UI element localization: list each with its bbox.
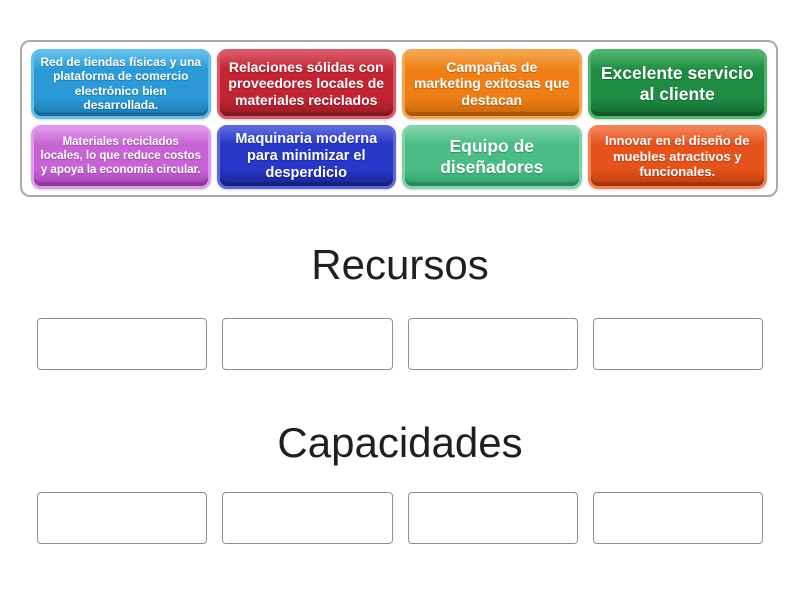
group-heading-capacidades: Capacidades	[277, 419, 523, 466]
slot-row-capacidades	[37, 492, 763, 544]
card-equipo-disenadores[interactable]: Equipo de diseñadores	[402, 124, 582, 189]
drop-slot-recursos-3[interactable]	[407, 318, 578, 370]
card-red-de-tiendas[interactable]: Red de tiendas físicas y una plataforma …	[31, 49, 211, 119]
drop-slot-recursos-2[interactable]	[222, 318, 393, 370]
card-innovar-diseno[interactable]: Innovar en el diseño de muebles atractiv…	[587, 124, 767, 189]
card-label: Maquinaria moderna para minimizar el des…	[235, 130, 378, 182]
card-servicio-cliente[interactable]: Excelente servicio al cliente	[587, 49, 767, 119]
card-campanas-marketing[interactable]: Campañas de marketing exitosas que desta…	[402, 49, 582, 119]
group-heading-recursos: Recursos	[311, 241, 489, 288]
drop-slot-capacidades-3[interactable]	[407, 492, 578, 544]
card-relaciones-proveedores[interactable]: Relaciones sólidas con proveedores local…	[216, 49, 396, 119]
card-label: Materiales reciclados locales, lo que re…	[40, 135, 201, 176]
drop-slot-capacidades-2[interactable]	[222, 492, 393, 544]
slot-row-recursos	[37, 318, 763, 370]
card-label: Equipo de diseñadores	[440, 135, 544, 177]
drop-slot-recursos-1[interactable]	[37, 318, 208, 370]
card-tray: Red de tiendas físicas y una plataforma …	[20, 40, 778, 197]
card-maquinaria-moderna[interactable]: Maquinaria moderna para minimizar el des…	[216, 124, 396, 189]
card-label: Relaciones sólidas con proveedores local…	[228, 58, 385, 109]
drop-slot-recursos-4[interactable]	[592, 318, 763, 370]
card-label: Campañas de marketing exitosas que desta…	[413, 58, 570, 109]
drop-slot-capacidades-4[interactable]	[592, 492, 763, 544]
drop-slot-capacidades-1[interactable]	[37, 492, 208, 544]
card-label: Excelente servicio al cliente	[600, 62, 754, 104]
card-label: Red de tiendas físicas y una plataforma …	[40, 55, 202, 113]
card-label: Innovar en el diseño de muebles atractiv…	[605, 133, 750, 180]
card-materiales-reciclados[interactable]: Materiales reciclados locales, lo que re…	[31, 124, 211, 189]
